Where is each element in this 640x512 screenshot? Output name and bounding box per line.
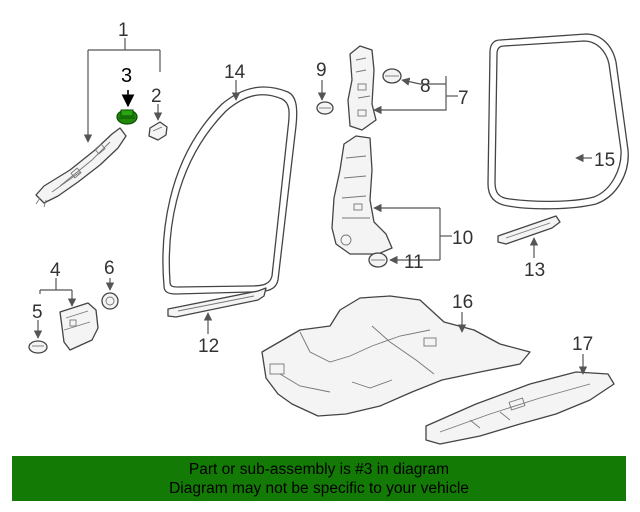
leader-lines [33, 38, 592, 375]
part-15-rear-door-weatherstrip [487, 33, 629, 210]
part-13-rear-scuff-plate [497, 215, 561, 245]
banner-line-2: Diagram may not be specific to your vehi… [169, 479, 469, 497]
part-14-front-door-weatherstrip [162, 86, 298, 295]
callout-17[interactable]: 17 [572, 334, 593, 355]
part-3-clip-highlighted [116, 109, 138, 125]
part-12-front-scuff-plate [167, 287, 267, 318]
callout-4[interactable]: 4 [50, 260, 61, 281]
info-banner: Part or sub-assembly is #3 in diagram Di… [12, 456, 626, 501]
callout-5[interactable]: 5 [32, 302, 43, 323]
callout-10[interactable]: 10 [452, 228, 473, 249]
callout-13[interactable]: 13 [524, 260, 545, 281]
callout-11[interactable]: 11 [404, 252, 424, 273]
callout-9[interactable]: 9 [316, 60, 327, 81]
callout-2[interactable]: 2 [151, 86, 162, 107]
part-2-clip [148, 121, 168, 141]
part-16-front-floor-carpet [261, 295, 531, 417]
part-1-pillar-garnish [35, 127, 127, 208]
part-6-grommet [101, 292, 119, 310]
parts-diagram: 1 3 2 14 9 8 7 15 10 11 13 4 6 5 12 16 1… [28, 20, 629, 445]
part-8-clip [382, 68, 402, 84]
callout-12[interactable]: 12 [198, 336, 219, 357]
callout-numbers: 1 3 2 14 9 8 7 15 10 11 13 4 6 5 12 16 1… [32, 20, 615, 357]
part-9-clip [316, 101, 334, 115]
callout-7[interactable]: 7 [458, 88, 469, 109]
part-7-upper-center-garnish [347, 45, 377, 131]
part-10-lower-center-garnish [331, 135, 393, 255]
callout-1[interactable]: 1 [118, 20, 129, 41]
part-11-clip [368, 252, 388, 268]
callout-3-highlighted[interactable]: 3 [121, 65, 132, 87]
callout-15[interactable]: 15 [594, 150, 615, 171]
callout-16[interactable]: 16 [452, 292, 473, 313]
banner-line-1: Part or sub-assembly is #3 in diagram [188, 460, 450, 478]
part-5-clip [28, 340, 48, 354]
part-4-lower-garnish [59, 302, 99, 351]
callout-14[interactable]: 14 [224, 62, 246, 83]
callout-6[interactable]: 6 [104, 258, 115, 279]
callout-8[interactable]: 8 [420, 76, 431, 97]
part-17-rear-floor-carpet [425, 371, 615, 445]
